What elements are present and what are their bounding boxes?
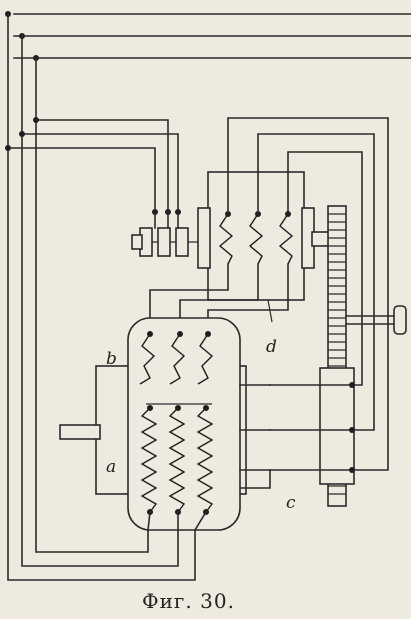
zigzag-coil-icon <box>140 407 158 513</box>
upper-right-wires <box>227 117 389 471</box>
label-b: b <box>106 349 117 369</box>
zigzag-coil-icon <box>196 407 214 513</box>
zigzag-coil-icon <box>169 333 186 385</box>
crank-handle-icon <box>345 305 407 335</box>
lower-return-wire <box>239 469 271 489</box>
zigzag-coil-icon <box>139 333 156 385</box>
label-a: a <box>106 457 116 477</box>
label-d: d <box>266 337 277 357</box>
zigzag-coil-icon <box>218 213 234 265</box>
d-connection-wires <box>149 263 289 323</box>
figure-caption: Фиг. 30. <box>142 589 235 613</box>
label-c: c <box>286 493 296 513</box>
upper-machine <box>197 171 331 301</box>
brush-holder <box>269 367 355 485</box>
left-feeder-dots <box>5 117 39 151</box>
zigzag-coil-icon <box>197 333 214 385</box>
left-feeder-wires <box>7 13 196 581</box>
supply-bus-lines <box>13 13 411 59</box>
zigzag-coil-icon <box>278 213 294 265</box>
main-motor <box>59 317 271 532</box>
zigzag-coil-icon <box>248 213 264 265</box>
zigzag-coil-icon <box>168 407 186 513</box>
slip-ring-assembly <box>131 209 210 257</box>
